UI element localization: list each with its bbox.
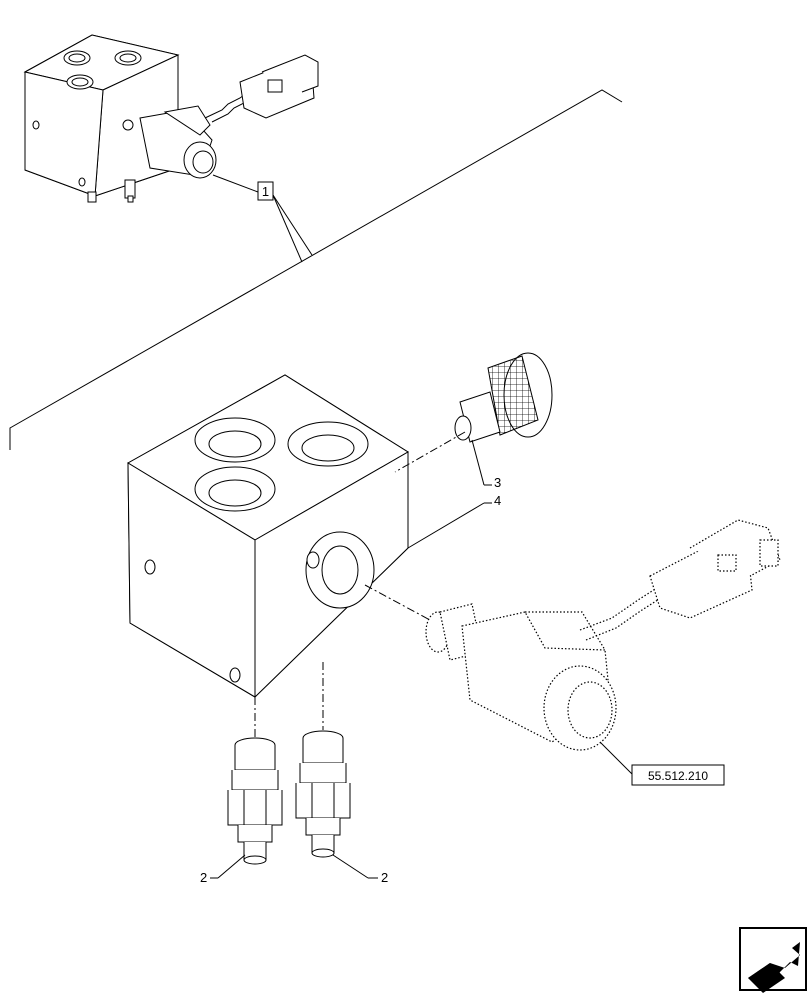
callout-1-label: 1 [262,184,269,199]
callout-2-left: 2 [200,854,246,885]
cartridge-item-2-left [227,737,283,865]
reference-callout: 55.512.210 [599,741,725,786]
overview-solenoid [122,54,319,179]
solenoid-reference-number[interactable]: 55.512.210 [648,769,708,783]
callout-2-left-label: 2 [200,870,207,885]
callout-2-right: 2 [332,854,388,885]
solenoid-reference-part [425,519,781,751]
jump-arrow-icon[interactable] [739,927,807,993]
plug-item-3 [454,352,553,443]
callout-1: 1 [212,174,313,263]
callout-3-label: 3 [494,475,501,490]
overview-assembly [23,34,319,203]
callout-2-right-label: 2 [381,870,388,885]
callout-4-label: 4 [494,493,501,508]
main-valve-block [127,374,409,699]
callout-3: 3 [471,439,501,490]
callout-4: 4 [407,493,501,549]
cartridge-item-2-right [295,730,351,858]
breakout-line [9,89,623,450]
